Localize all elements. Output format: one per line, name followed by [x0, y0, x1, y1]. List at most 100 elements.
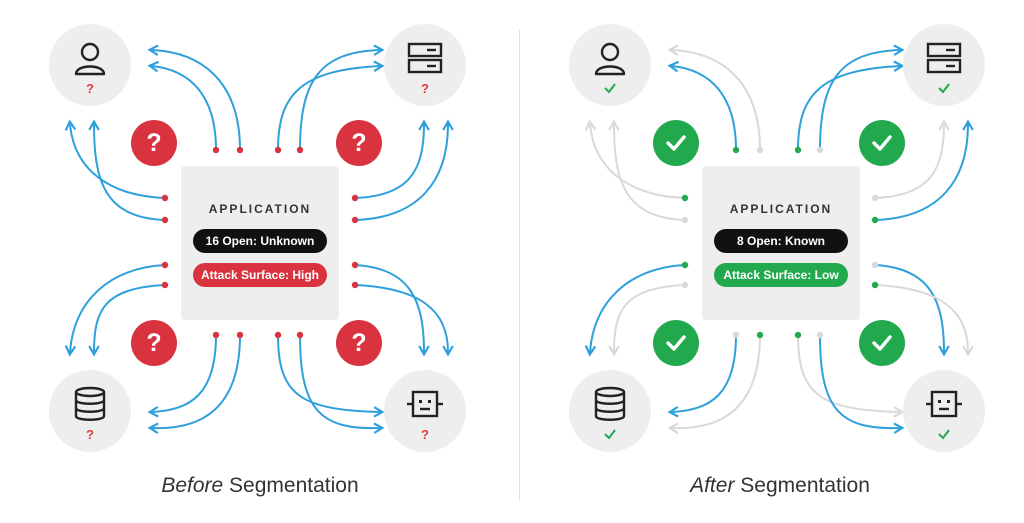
check-icon: [903, 427, 985, 444]
connection-arrow: [147, 60, 217, 151]
unknown-mark: ?: [421, 81, 429, 96]
check-icon: [872, 335, 892, 351]
connection-arrow: [819, 44, 905, 151]
port-dot: [756, 146, 764, 154]
port-dot: [212, 331, 220, 339]
port-dot: [681, 216, 689, 224]
robot-icon: [926, 390, 962, 418]
caption-emphasis: Before: [161, 474, 224, 497]
connection-arrow: [874, 284, 974, 357]
connection-arrow: [874, 264, 950, 357]
check-icon: [569, 81, 651, 98]
port-dot: [161, 281, 169, 289]
port-dot: [296, 146, 304, 154]
check-badge: [653, 320, 699, 366]
port-dot: [871, 194, 879, 202]
port-dot: [274, 331, 282, 339]
server-icon: [407, 42, 443, 74]
application-title: APPLICATION: [208, 202, 312, 216]
port-dot: [161, 194, 169, 202]
connection-arrow: [147, 334, 217, 418]
unknown-badge: ?: [336, 320, 382, 366]
port-dot: [732, 331, 740, 339]
port-dot: [681, 261, 689, 269]
application-title: APPLICATION: [729, 202, 833, 216]
port-dot: [351, 281, 359, 289]
port-dot: [351, 261, 359, 269]
connection-arrow: [64, 264, 166, 357]
check-icon: [569, 427, 651, 444]
attack-surface-pill: Attack Surface: Low: [714, 263, 848, 287]
check-icon: [666, 135, 686, 151]
server-icon: [926, 42, 962, 74]
application-card: APPLICATION 16 Open: Unknown Attack Surf…: [181, 166, 339, 320]
connection-arrow: [88, 284, 166, 357]
check-badge: [859, 120, 905, 166]
unknown-mark: ?: [86, 427, 94, 442]
after-caption: After Segmentation: [590, 474, 970, 498]
port-dot: [161, 216, 169, 224]
port-dot: [681, 281, 689, 289]
port-dot: [236, 331, 244, 339]
connection-arrow: [584, 119, 686, 199]
database-icon: [74, 386, 106, 421]
connection-arrow: [797, 60, 905, 151]
connection-arrow: [354, 264, 430, 357]
connection-arrow: [88, 119, 166, 221]
port-dot: [351, 194, 359, 202]
caption-emphasis: After: [690, 474, 735, 497]
port-dot: [236, 146, 244, 154]
port-dot: [274, 146, 282, 154]
connection-arrow: [667, 334, 737, 418]
port-dot: [871, 216, 879, 224]
user-icon: [594, 42, 626, 76]
connection-arrow: [608, 119, 686, 221]
port-dot: [681, 194, 689, 202]
application-card: APPLICATION 8 Open: Known Attack Surface…: [702, 166, 860, 320]
connection-arrow: [299, 44, 385, 151]
user-icon: [74, 42, 106, 76]
robot-node: [903, 370, 985, 452]
robot-icon: [407, 390, 443, 418]
check-icon: [903, 81, 985, 98]
check-icon: [872, 135, 892, 151]
port-dot: [351, 216, 359, 224]
database-node: [569, 370, 651, 452]
database-node: ?: [49, 370, 131, 452]
port-dot: [816, 331, 824, 339]
connection-arrow: [147, 44, 241, 151]
port-dot: [794, 146, 802, 154]
connection-arrow: [874, 119, 974, 221]
open-ports-pill: 16 Open: Unknown: [193, 229, 327, 253]
before-caption: Before Segmentation: [70, 474, 450, 498]
connection-arrow: [354, 119, 454, 221]
unknown-badge: ?: [336, 120, 382, 166]
unknown-mark: ?: [421, 427, 429, 442]
port-dot: [871, 281, 879, 289]
connection-arrow: [64, 119, 166, 199]
connection-arrow: [874, 119, 950, 199]
connection-arrow: [667, 44, 761, 151]
unknown-mark: ?: [86, 81, 94, 96]
port-dot: [794, 331, 802, 339]
user-node: ?: [49, 24, 131, 106]
caption-text: Segmentation: [223, 474, 359, 497]
attack-surface-pill: Attack Surface: High: [193, 263, 327, 287]
connection-arrow: [354, 119, 430, 199]
connection-arrow: [277, 60, 385, 151]
connection-arrow: [277, 334, 385, 418]
user-node: [569, 24, 651, 106]
port-dot: [871, 261, 879, 269]
port-dot: [296, 331, 304, 339]
unknown-badge: ?: [131, 320, 177, 366]
port-dot: [161, 261, 169, 269]
check-badge: [859, 320, 905, 366]
connection-arrow: [667, 334, 761, 434]
port-dot: [212, 146, 220, 154]
unknown-badge: ?: [131, 120, 177, 166]
connection-arrow: [147, 334, 241, 434]
check-badge: [653, 120, 699, 166]
check-icon: [666, 335, 686, 351]
